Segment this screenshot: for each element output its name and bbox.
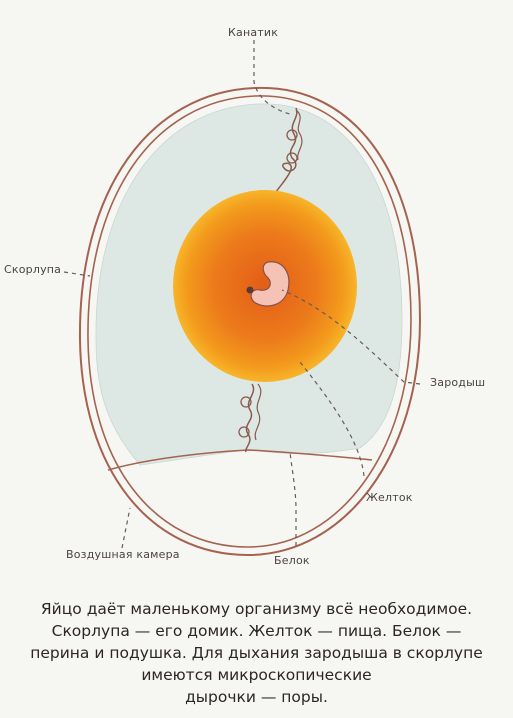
caption-line-2: Скорлупа — его домик. Желток — пища. Бел… — [51, 622, 462, 640]
caption-line-4: имеются микроскопические — [141, 666, 372, 684]
embryo — [246, 261, 290, 307]
air-cell-membrane — [107, 449, 373, 471]
caption-line-5: дырочки — поры. — [185, 688, 328, 706]
label-air-cell: Воздушная камера — [66, 548, 180, 561]
shell-inner — [87, 95, 412, 548]
label-shell: Скорлупа — [4, 263, 62, 276]
leader-shell — [63, 271, 91, 277]
caption-line-3: перина и подушка. Для дыхания зародыша в… — [30, 644, 483, 662]
caption-line-1: Яйцо даёт маленькому организму всё необх… — [40, 600, 473, 618]
label-embryo: Зародыш — [430, 376, 486, 389]
chalaza-bottom — [245, 383, 255, 453]
leader-chalaza — [253, 40, 291, 115]
label-yolk: Желток — [366, 491, 413, 504]
chalaza-top — [275, 107, 298, 193]
label-albumen: Белок — [274, 554, 310, 567]
yolk — [173, 190, 357, 382]
egg-diagram — [63, 40, 422, 557]
caption: Яйцо даёт маленькому организму всё необх… — [0, 598, 513, 708]
leader-air-cell — [121, 507, 131, 549]
leader-albumen — [289, 451, 297, 546]
shell-outer — [78, 86, 422, 557]
label-chalaza: Канатик — [228, 26, 279, 39]
